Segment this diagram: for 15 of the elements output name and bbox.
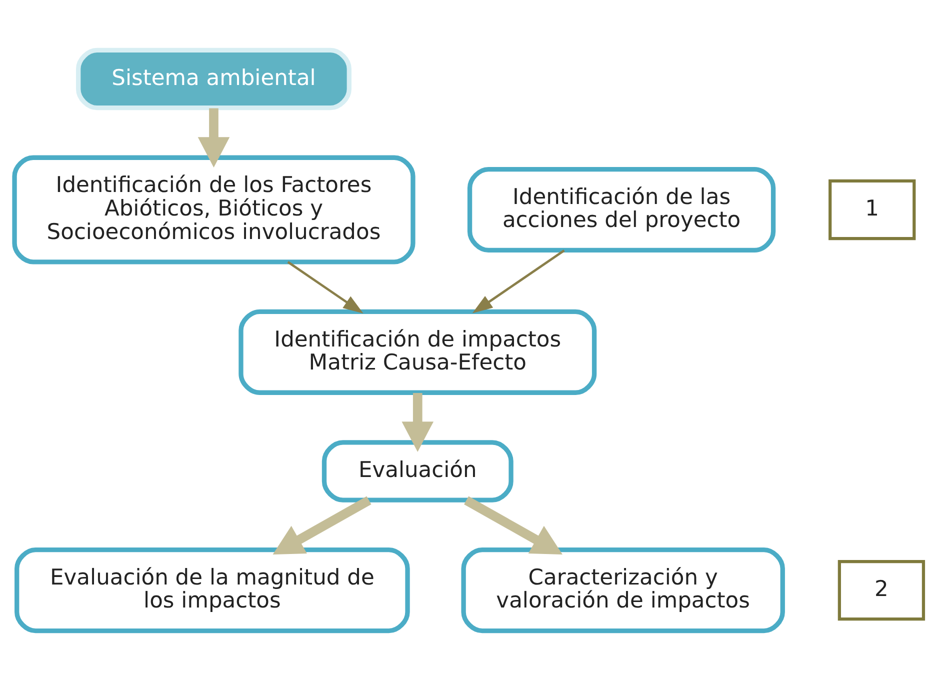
arrow — [287, 261, 364, 314]
node-box: Identificación de los Factores Abióticos, Bióticos y Socioeconómicos involucrados — [12, 155, 416, 264]
arrow — [272, 496, 372, 555]
arrow — [198, 108, 230, 168]
node-box: Sistema ambiental — [76, 48, 352, 110]
node-box: Identificación de las acciones del proyecto — [467, 166, 776, 253]
node-box: Evaluación de la magnitud de los impactos — [14, 548, 410, 634]
node-box: 1 — [828, 179, 916, 240]
node-box: Caracterización y valoración de impactos — [461, 548, 785, 634]
node-box: Evaluación — [322, 440, 514, 502]
arrow — [464, 496, 562, 555]
arrow — [472, 250, 565, 314]
node-box: 2 — [838, 560, 926, 621]
node-box: Identificación de impactos Matriz Causa-Efecto — [238, 309, 597, 395]
arrow — [402, 392, 434, 452]
